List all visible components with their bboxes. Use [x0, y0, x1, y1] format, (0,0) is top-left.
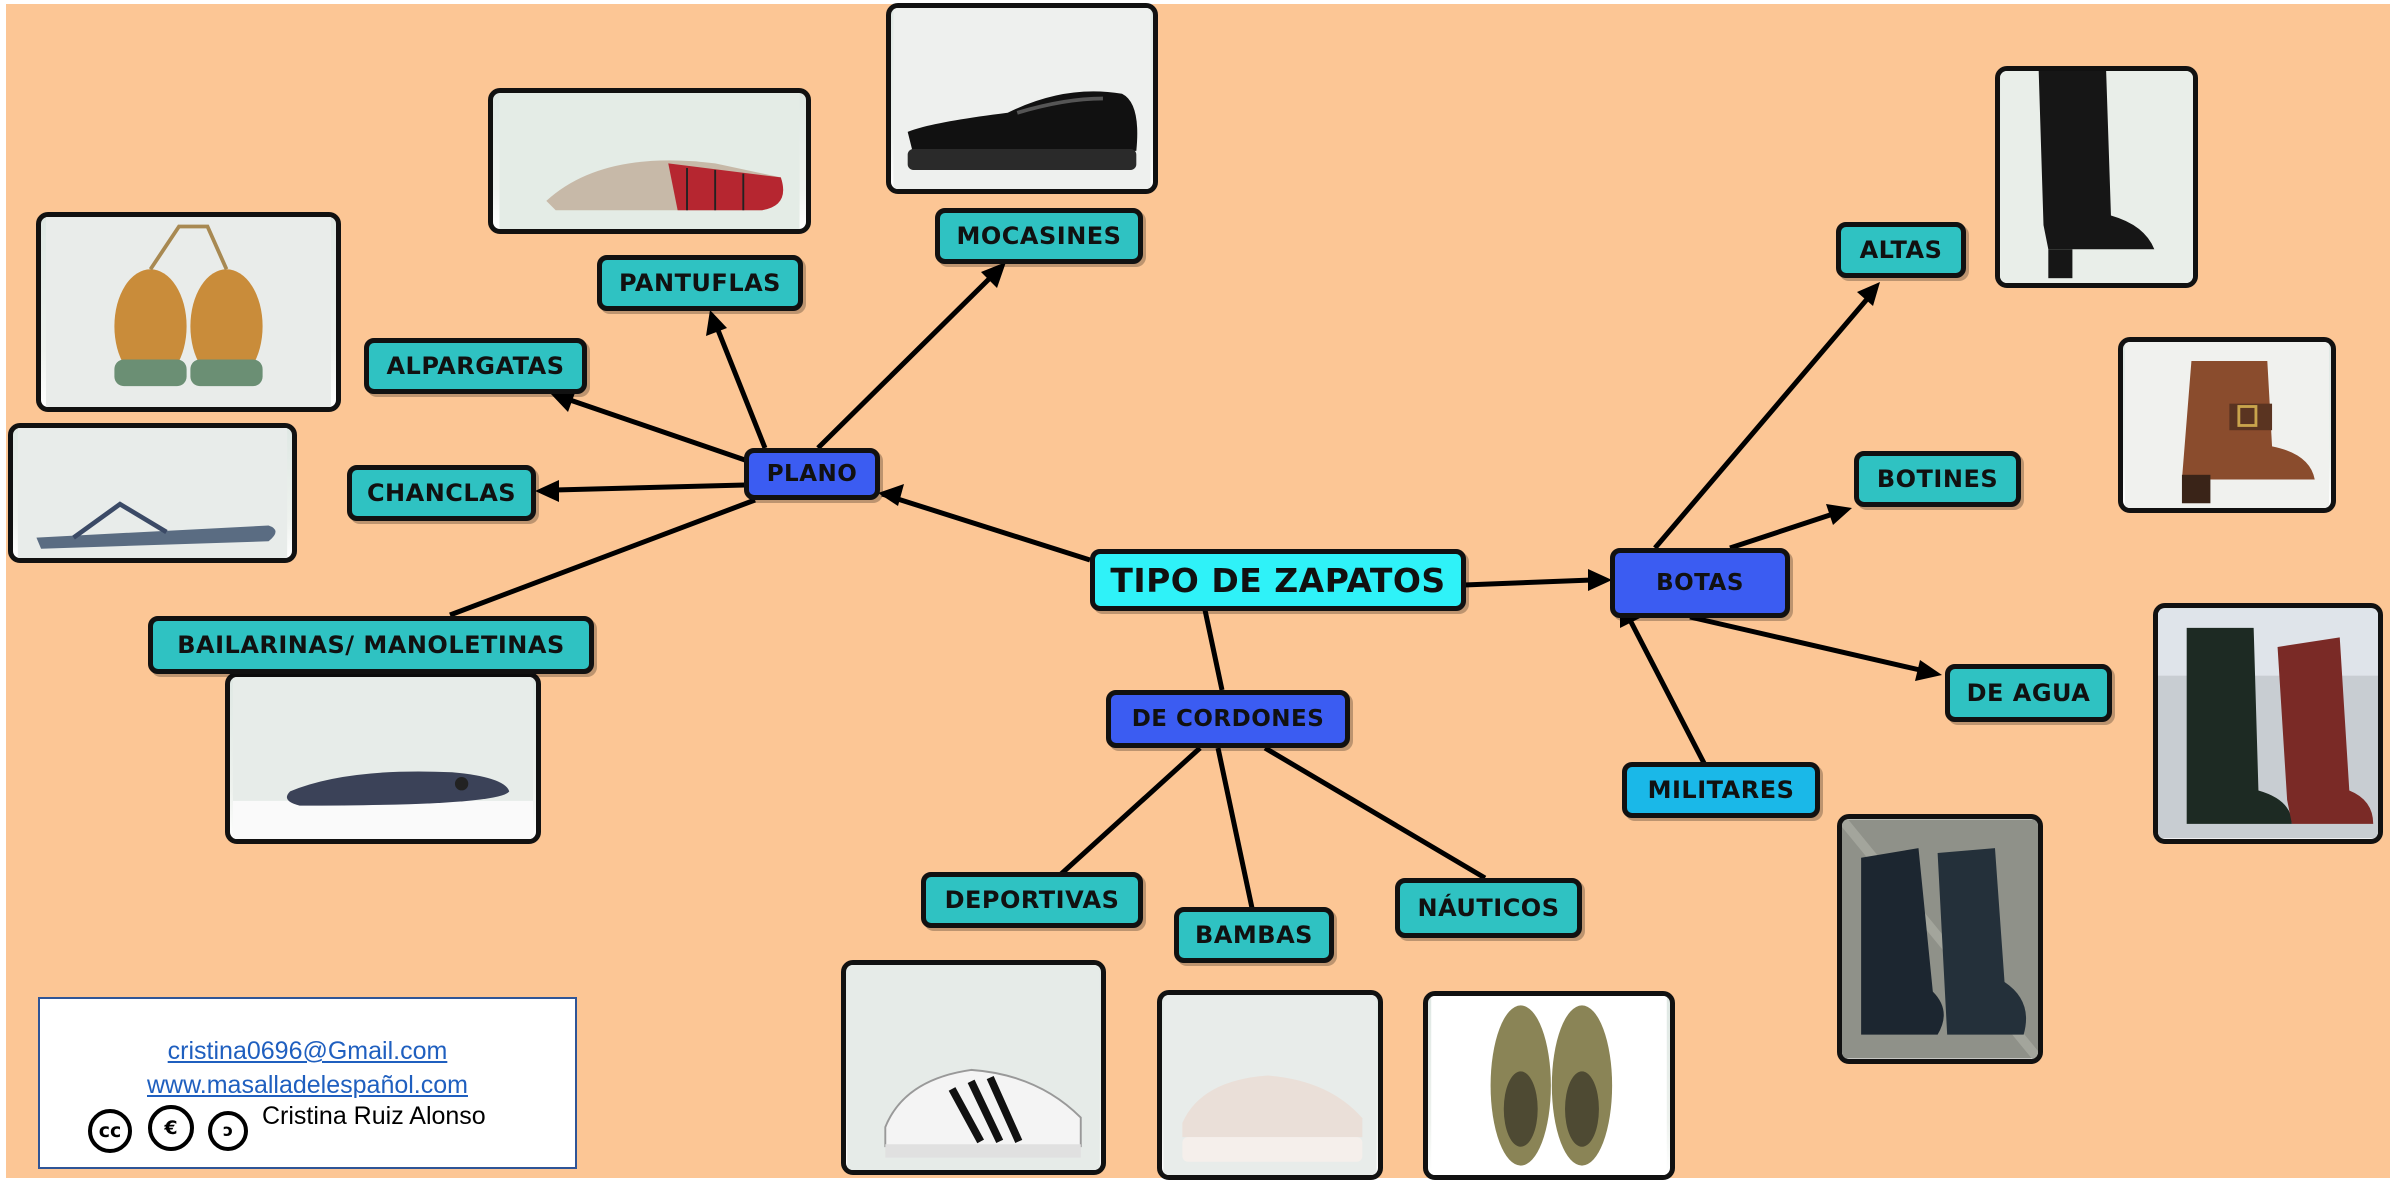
hub-botas: BOTAS	[1610, 548, 1790, 618]
espadrille-photo	[36, 212, 341, 412]
leaf-alpargatas: ALPARGATAS	[364, 338, 587, 394]
leaf-bailarinas-manoletinas: BAILARINAS/ MANOLETINAS	[148, 616, 594, 674]
copyleft-icon: ɔ	[208, 1111, 248, 1151]
arrowhead-botines	[1826, 504, 1852, 525]
edge-botas-militares	[1627, 618, 1708, 767]
non-commercial-icon: €	[148, 1105, 194, 1151]
leaf-botines: BOTINES	[1854, 451, 2021, 507]
edge-plano-bailarinas	[449, 497, 756, 618]
tall-boot-photo	[1995, 66, 2198, 288]
leaf-deportivas: DEPORTIVAS	[921, 872, 1143, 928]
hub-plano: PLANO	[744, 448, 880, 500]
leaf-chanclas: CHANCLAS	[347, 465, 536, 521]
root-node: TIPO DE ZAPATOS	[1090, 549, 1466, 611]
edge-root-botas	[1463, 577, 1593, 588]
leaf-pantuflas: PANTUFLAS	[597, 255, 803, 311]
edge-plano-chanclas	[554, 482, 746, 493]
edge-root-plano	[881, 491, 1091, 563]
credits-box: cristina0696@Gmail.com www.masalladelesp…	[38, 997, 577, 1169]
email-link[interactable]: cristina0696@Gmail.com	[167, 1037, 448, 1065]
arrowhead-plano	[878, 484, 904, 506]
arrowhead-de-agua	[1915, 660, 1942, 681]
edge-cordones-bambas	[1215, 747, 1255, 909]
leaf-mocasines: MOCASINES	[935, 208, 1143, 264]
rain-boot-photo	[2153, 603, 2383, 844]
arrowhead-botas	[1588, 569, 1612, 591]
leaf-bambas: BAMBAS	[1174, 907, 1334, 963]
leaf-militares: MILITARES	[1622, 762, 1820, 818]
platform-sneaker-photo	[1157, 990, 1383, 1180]
hub-de-cordones: DE CORDONES	[1106, 690, 1350, 748]
ankle-boot-photo	[2118, 337, 2336, 513]
arrowhead-chanclas	[535, 480, 559, 502]
edge-plano-mocasines	[816, 276, 992, 450]
leaf-nauticos: NÁUTICOS	[1395, 878, 1582, 938]
edge-root-cordones	[1202, 609, 1225, 691]
cc-icon: cc	[88, 1109, 132, 1153]
author-name: Cristina Ruiz Alonso	[262, 1102, 486, 1130]
arrowhead-pantuflas	[706, 310, 727, 336]
edge-botas-botines	[1729, 512, 1831, 551]
edge-cordones-nauticos	[1263, 745, 1487, 881]
ballet-flat-photo	[225, 672, 541, 844]
military-boot-photo	[1837, 814, 2043, 1064]
arrowhead-alpargatas	[550, 390, 576, 412]
arrowhead-altas	[1857, 282, 1880, 306]
slipper-photo	[488, 88, 811, 234]
edge-cordones-deportivas	[1058, 746, 1202, 877]
sneaker-photo	[841, 960, 1106, 1175]
flip-flop-photo	[8, 423, 297, 563]
arrowhead-mocasines	[981, 262, 1006, 288]
edge-plano-pantuflas	[715, 329, 768, 449]
edge-plano-alpargatas	[569, 397, 746, 463]
website-link[interactable]: www.masalladelespañol.com	[147, 1071, 468, 1099]
loafer-photo	[886, 3, 1158, 194]
edge-botas-de-agua	[1689, 614, 1921, 673]
leaf-de-agua: DE AGUA	[1945, 664, 2112, 722]
boat-shoe-photo	[1423, 991, 1675, 1180]
leaf-altas: ALTAS	[1836, 222, 1966, 278]
edge-botas-altas	[1653, 296, 1870, 550]
